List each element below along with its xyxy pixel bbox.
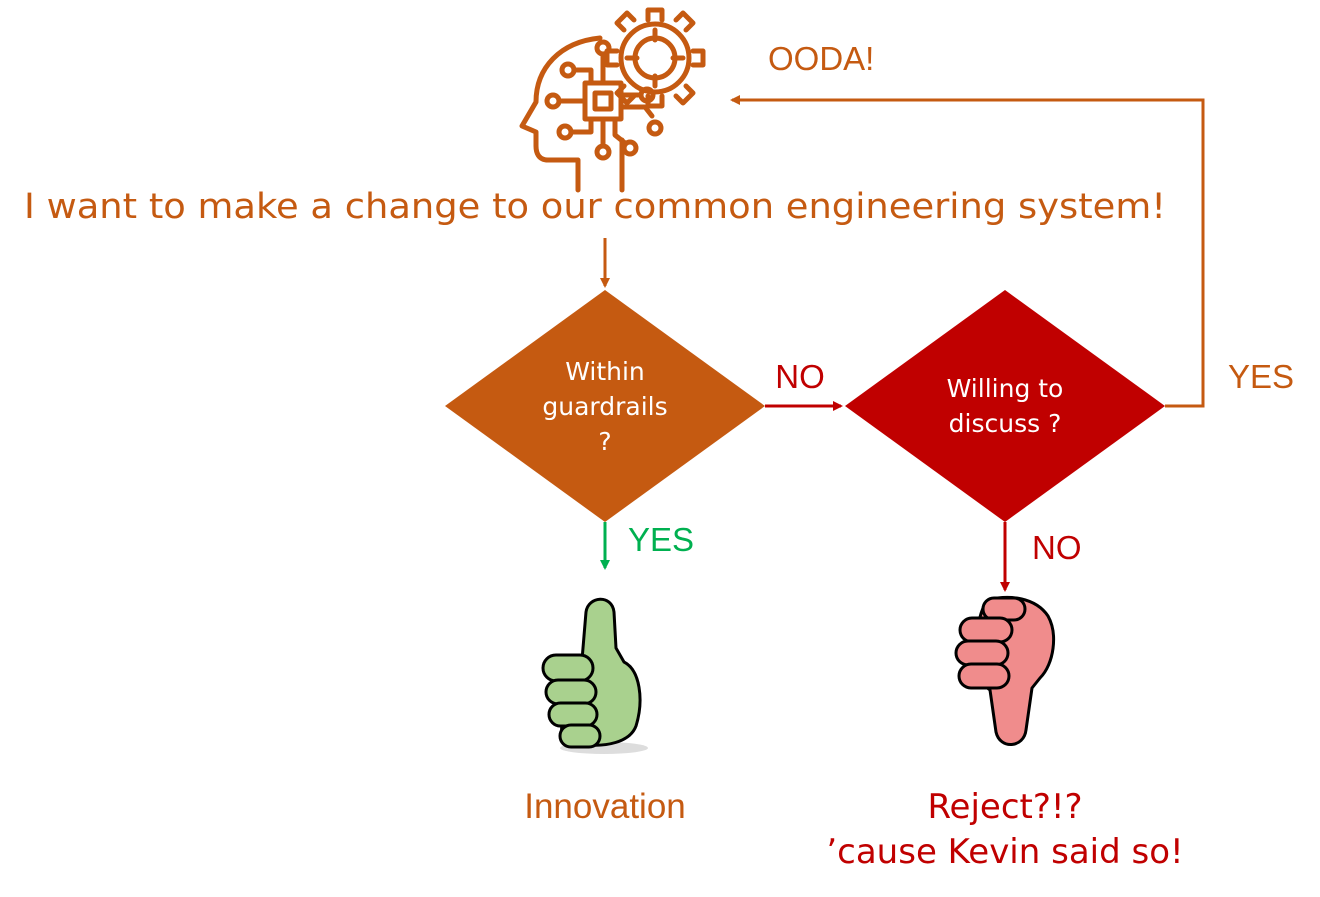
ai-head-gear-icon: [519, 7, 706, 193]
reject-outcome-line2: ’cause Kevin said so!: [826, 832, 1183, 872]
discuss-question-line1: Willing to: [947, 374, 1064, 403]
change-request-statement: I want to make a change to our common en…: [24, 187, 1166, 227]
reject-outcome-line1: Reject?!?: [927, 787, 1082, 827]
discuss-decision-diamond[interactable]: [845, 290, 1165, 522]
guardrails-question-line3: ?: [598, 427, 611, 456]
arrow-yes-ooda-loop: [730, 95, 1205, 408]
no-label-discuss: NO: [1032, 529, 1082, 566]
thumbs-up-icon: [541, 597, 648, 754]
guardrails-decision-diamond[interactable]: [445, 290, 765, 522]
yes-label-discuss: YES: [1228, 358, 1294, 395]
innovation-outcome: Innovation: [524, 787, 686, 826]
no-label-guardrails: NO: [775, 358, 825, 395]
guardrails-question-line1: Within: [565, 357, 645, 386]
discuss-question-line2: discuss ?: [949, 409, 1062, 438]
thumbs-down-icon: [954, 595, 1055, 746]
guardrails-question-line2: guardrails: [542, 392, 667, 421]
yes-label-guardrails: YES: [628, 521, 694, 558]
ooda-label: OODA!: [768, 40, 874, 77]
